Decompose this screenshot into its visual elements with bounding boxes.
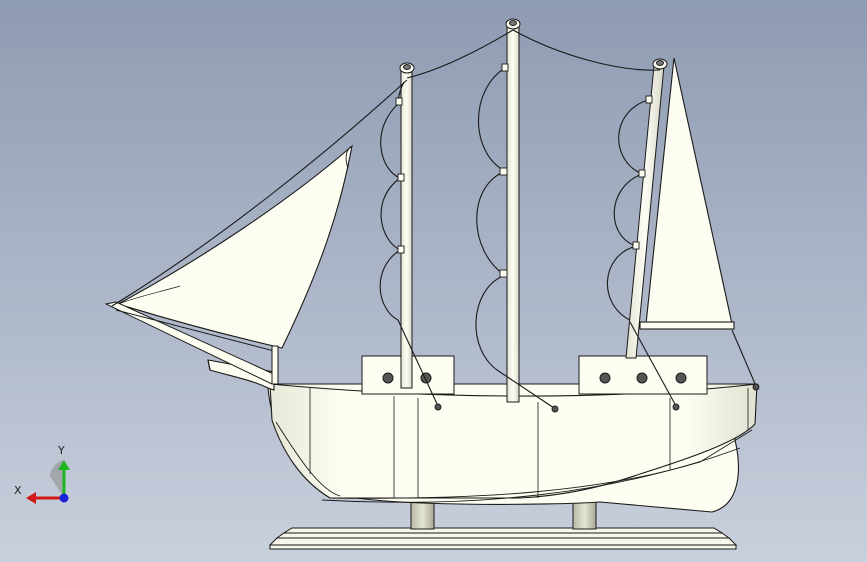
fore-mast[interactable] — [399, 62, 415, 389]
base-plate[interactable] — [268, 527, 738, 550]
bowsprit[interactable] — [104, 301, 279, 385]
rigging-blocks — [395, 63, 653, 278]
triad-x-label: X — [14, 484, 22, 497]
z-axis-dot-icon — [59, 493, 69, 503]
bow-prow[interactable] — [207, 359, 275, 391]
x-axis-arrow-icon — [26, 492, 64, 504]
main-mast[interactable] — [505, 18, 521, 403]
mizzen-sail[interactable] — [639, 57, 735, 330]
jib-sail[interactable] — [116, 144, 353, 349]
aft-cabin[interactable] — [578, 355, 708, 395]
rigging — [111, 29, 757, 409]
deck-fittings — [434, 383, 760, 413]
coordinate-triad[interactable]: Y X — [14, 444, 70, 504]
hull[interactable] — [269, 383, 758, 503]
y-axis-arrow-icon — [58, 460, 70, 498]
mizzen-mast[interactable] — [625, 58, 668, 359]
triad-y-label: Y — [57, 444, 65, 457]
